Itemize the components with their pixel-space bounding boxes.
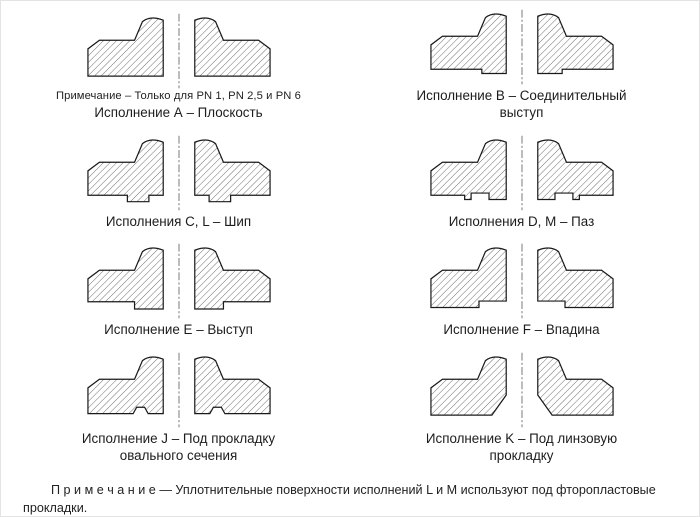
- flange-half-right: [193, 17, 271, 77]
- flange-section-f-drawing: [393, 243, 651, 319]
- flange-section-a-drawing: [50, 13, 308, 89]
- flange-half-left: [86, 247, 164, 310]
- figure-dm-caption: Исполнения D, M – Паз: [448, 213, 595, 229]
- flange-cross-section: [429, 243, 614, 319]
- figure-k: Исполнение K – Под линзовую прокладку: [362, 352, 681, 465]
- flange-cross-section: [86, 135, 271, 210]
- figure-f-caption: Исполнение F – Впадина: [443, 322, 600, 338]
- flange-section-k-drawing: [393, 352, 651, 428]
- figure-j-caption: Исполнение J – Под прокладку овального с…: [81, 431, 276, 463]
- figure-e-caption: Исполнение Е – Выступ: [104, 322, 253, 338]
- flange-section-b-drawing: [393, 9, 651, 85]
- figure-j: Исполнение J – Под прокладку овального с…: [19, 352, 338, 465]
- figure-a: Примечание – Только для PN 1, PN 2,5 и P…: [19, 9, 338, 122]
- flange-half-right: [536, 356, 614, 416]
- flange-half-right: [536, 13, 614, 75]
- figures-grid: Примечание – Только для PN 1, PN 2,5 и P…: [19, 9, 681, 465]
- flange-section-dm-drawing: [393, 135, 651, 211]
- flange-half-left: [86, 138, 164, 202]
- figure-k-caption: Исполнение K – Под линзовую прокладку: [425, 431, 618, 463]
- flange-section-j-drawing: [50, 352, 308, 428]
- figure-b-caption: Исполнение В – Соединительный выступ: [416, 88, 627, 120]
- flange-half-right: [536, 138, 614, 200]
- footnote-label: П р и м е ч а н и е: [51, 482, 160, 497]
- flange-half-left: [86, 356, 164, 415]
- figure-a-note: Примечание – Только для PN 1, PN 2,5 и P…: [56, 89, 301, 102]
- flange-half-right: [193, 356, 271, 415]
- flange-cross-section: [429, 9, 614, 85]
- flange-section-e-drawing: [50, 243, 308, 319]
- flange-half-right: [193, 138, 271, 202]
- flange-half-left: [86, 17, 164, 77]
- flange-cross-section: [429, 352, 614, 428]
- flange-half-right: [536, 247, 614, 309]
- footnote-text: — Уплотнительные поверхности исполнений …: [23, 482, 656, 516]
- figure-cl-caption: Исполнения C, L – Шип: [105, 213, 252, 229]
- flange-cross-section: [86, 352, 271, 428]
- flange-cross-section: [86, 243, 271, 319]
- flange-half-left: [429, 138, 507, 200]
- flange-cross-section: [86, 13, 271, 89]
- flange-cross-section: [429, 135, 614, 210]
- figure-cl: Исполнения C, L – Шип: [19, 135, 338, 231]
- figure-f: Исполнение F – Впадина: [362, 243, 681, 339]
- figure-e: Исполнение Е – Выступ: [19, 243, 338, 339]
- figure-dm: Исполнения D, M – Паз: [362, 135, 681, 231]
- flange-section-cl-drawing: [50, 135, 308, 211]
- flange-half-right: [193, 247, 271, 310]
- figure-a-caption: Исполнение А – Плоскость: [94, 104, 263, 120]
- flange-half-left: [429, 247, 507, 309]
- footnote: П р и м е ч а н и е — Уплотнительные пов…: [23, 481, 677, 517]
- flange-half-left: [429, 356, 507, 416]
- flange-half-left: [429, 13, 507, 75]
- figure-b: Исполнение В – Соединительный выступ: [362, 9, 681, 122]
